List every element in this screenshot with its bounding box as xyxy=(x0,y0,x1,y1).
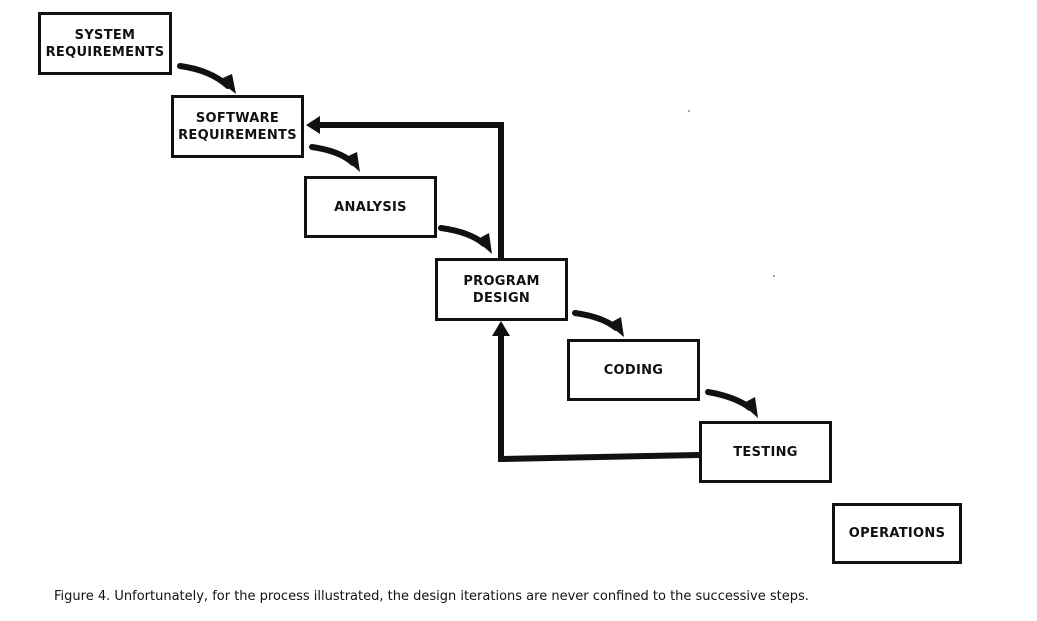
arrow-software-to-analysis-head xyxy=(344,152,360,172)
arrow-system-to-software xyxy=(177,63,231,89)
scan-speck xyxy=(773,275,775,277)
arrow-analysis-to-program xyxy=(438,225,487,247)
stage-operations: OPERATIONS xyxy=(832,503,962,564)
feedback-program-to-software xyxy=(318,122,504,258)
stage-label: ANALYSIS xyxy=(334,199,407,215)
stage-testing: TESTING xyxy=(699,421,832,483)
stage-label: CODING xyxy=(603,362,664,378)
stage-analysis: ANALYSIS xyxy=(304,176,437,238)
arrow-coding-to-testing xyxy=(705,389,753,411)
feedback-program-to-software-head xyxy=(306,116,320,134)
stage-program-design: PROGRAM DESIGN xyxy=(435,258,568,321)
scan-speck xyxy=(688,110,690,112)
stage-system-requirements: SYSTEM REQUIREMENTS xyxy=(38,12,172,75)
feedback-testing-to-program xyxy=(498,334,700,463)
stage-label: SYSTEM REQUIREMENTS xyxy=(45,27,165,60)
stage-coding: CODING xyxy=(567,339,700,401)
arrow-analysis-to-program-head xyxy=(476,233,492,254)
feedback-testing-to-program-head xyxy=(492,321,510,336)
stage-label: TESTING xyxy=(733,444,798,460)
stage-label: PROGRAM DESIGN xyxy=(463,273,540,306)
stage-label: SOFTWARE REQUIREMENTS xyxy=(178,110,297,143)
arrow-coding-to-testing-head xyxy=(742,397,758,418)
stage-label: OPERATIONS xyxy=(848,526,946,541)
arrow-system-to-software-head xyxy=(218,74,236,94)
arrow-program-to-coding-head xyxy=(608,317,624,337)
arrow-program-to-coding xyxy=(572,310,619,331)
figure-caption: Figure 4. Unfortunately, for the process… xyxy=(54,589,809,604)
stage-software-requirements: SOFTWARE REQUIREMENTS xyxy=(171,95,304,158)
arrow-software-to-analysis xyxy=(309,144,356,166)
